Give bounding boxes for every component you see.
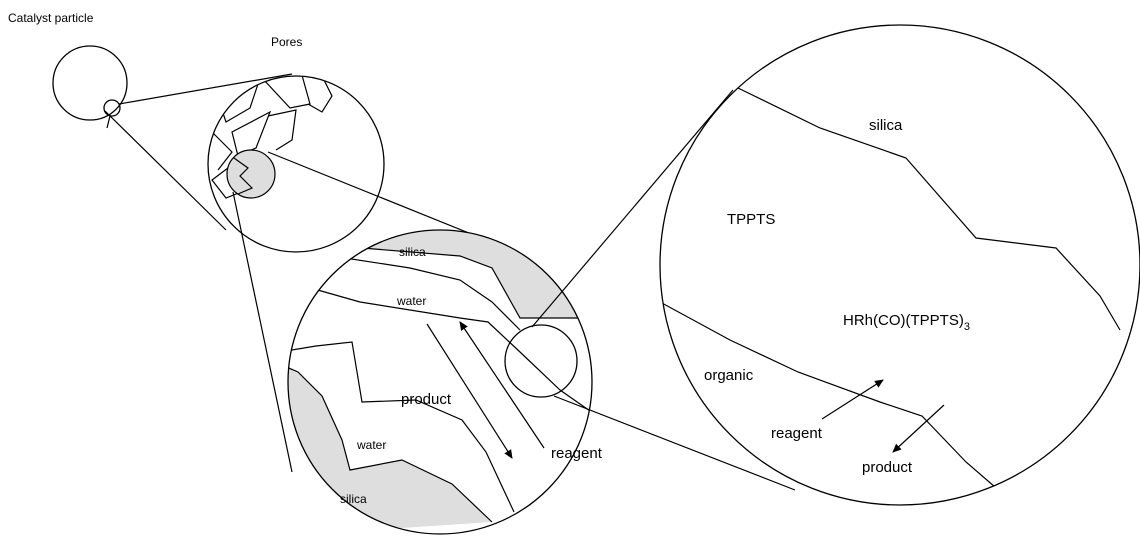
zoom-spot-small <box>103 99 121 117</box>
mid-silica-bottom-label: silica <box>340 492 367 506</box>
big-complex-label: HRh(CO)(TPPTS)3 <box>843 312 970 333</box>
big-tppts-label: TPPTS <box>727 211 775 228</box>
zoom-spot-pores <box>226 149 276 199</box>
pores-label: Pores <box>271 35 302 49</box>
zoom-lines-1 <box>104 73 293 231</box>
pore-detail-circle <box>287 229 593 535</box>
big-organic-label: organic <box>704 367 754 384</box>
interface-detail-outline <box>659 24 1140 506</box>
interface-detail-circle <box>659 24 1140 506</box>
mid-reagent-label: reagent <box>551 445 603 462</box>
zoom-spot-tick <box>106 115 111 129</box>
pore-detail-outline <box>287 229 593 535</box>
mid-water-top-label: water <box>396 294 426 308</box>
mid-water-bottom-label: water <box>356 438 386 452</box>
big-reagent-label: reagent <box>771 425 823 442</box>
zoom-lines-3 <box>531 89 796 491</box>
product-arrow-mid <box>426 323 513 459</box>
pores-circle <box>207 75 385 253</box>
reagent-arrow-big <box>821 379 884 420</box>
catalyst-particle-label: Catalyst particle <box>8 11 94 25</box>
product-arrow-big <box>892 404 945 453</box>
catalyst-particle-circle <box>52 45 128 121</box>
pores-circle-outline <box>207 75 385 253</box>
big-complex-main: HRh(CO)(TPPTS) <box>843 312 964 329</box>
mid-product-label: product <box>401 391 452 408</box>
big-product-label: product <box>862 459 913 476</box>
big-silica-label: silica <box>869 117 903 134</box>
zoom-spot-mid <box>504 324 578 398</box>
reagent-arrow-mid <box>459 321 545 449</box>
big-complex-sub: 3 <box>964 321 970 333</box>
catalyst-particle <box>52 45 128 129</box>
mid-silica-top-label: silica <box>399 245 426 259</box>
